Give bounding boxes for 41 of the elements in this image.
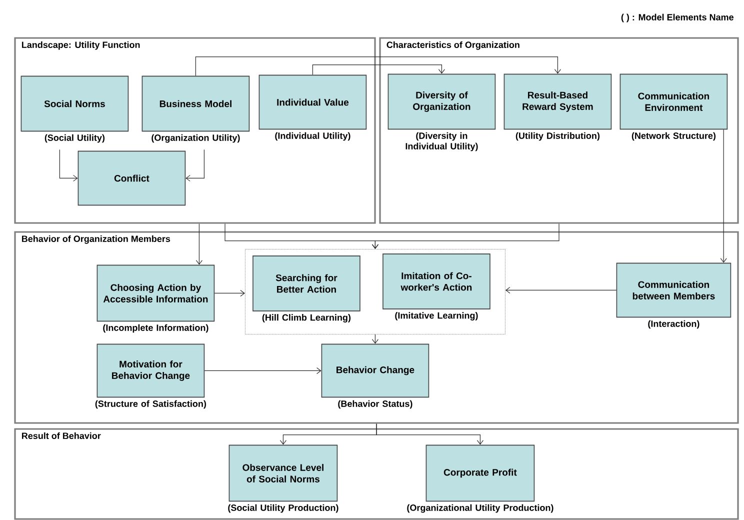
element-box: Individual Value <box>258 74 367 130</box>
arrow <box>204 367 322 374</box>
arrow <box>505 286 617 294</box>
model-element-label: (Diversity in Individual Utility) <box>406 132 478 152</box>
model-element-label: (Utility Distribution) <box>516 132 600 141</box>
model-element-label: (Organizational Utility Production) <box>407 504 554 513</box>
element-box: Business Model <box>142 76 250 132</box>
model-element-label: (Social Utility Production) <box>228 504 338 513</box>
model-element-label: (Network Structure) <box>632 132 716 141</box>
element-box: Searching for Better Action <box>252 256 360 312</box>
model-element-label: (Social Utility) <box>44 134 105 143</box>
element-box: Corporate Profit <box>426 444 535 502</box>
model-element-label: (Individual Utility) <box>275 132 350 141</box>
arrow <box>312 64 445 76</box>
element-box: Behavior Change <box>321 344 430 398</box>
arrow <box>372 224 560 249</box>
arrow <box>195 56 561 76</box>
element-box: Imitation of Co-worker's Action <box>382 254 490 310</box>
arrow <box>214 290 245 296</box>
element-box: Communication between Members <box>616 262 732 318</box>
dashed-group-box <box>244 248 506 334</box>
element-box: Choosing Action by Accessible Information <box>96 264 215 322</box>
element-box: Motivation for Behavior Change <box>96 344 205 398</box>
element-box: Communication Environment <box>620 74 728 130</box>
model-element-label: (Organization Utility) <box>152 134 240 143</box>
model-element-label: (Imitative Learning) <box>395 312 478 320</box>
element-box: Diversity of Organization <box>388 74 496 130</box>
model-element-label: (Hill Climb Learning) <box>262 314 351 322</box>
model-element-label: (Incomplete Information) <box>103 324 208 333</box>
element-box: Social Norms <box>20 76 129 132</box>
element-box: Result-Based Reward System <box>504 74 612 130</box>
arrow <box>376 424 484 445</box>
element-box: Observance Level of Social Norms <box>228 444 338 502</box>
model-element-label: (Behavior Status) <box>338 400 412 409</box>
arrow <box>196 224 202 265</box>
arrow <box>372 334 378 344</box>
model-element-label: (Interaction) <box>648 320 700 329</box>
model-element-label: (Structure of Satisfaction) <box>95 400 206 409</box>
arrow <box>720 129 727 263</box>
element-box: Conflict <box>78 150 186 206</box>
legend-note: ( ) : Model Elements Name <box>621 14 734 22</box>
